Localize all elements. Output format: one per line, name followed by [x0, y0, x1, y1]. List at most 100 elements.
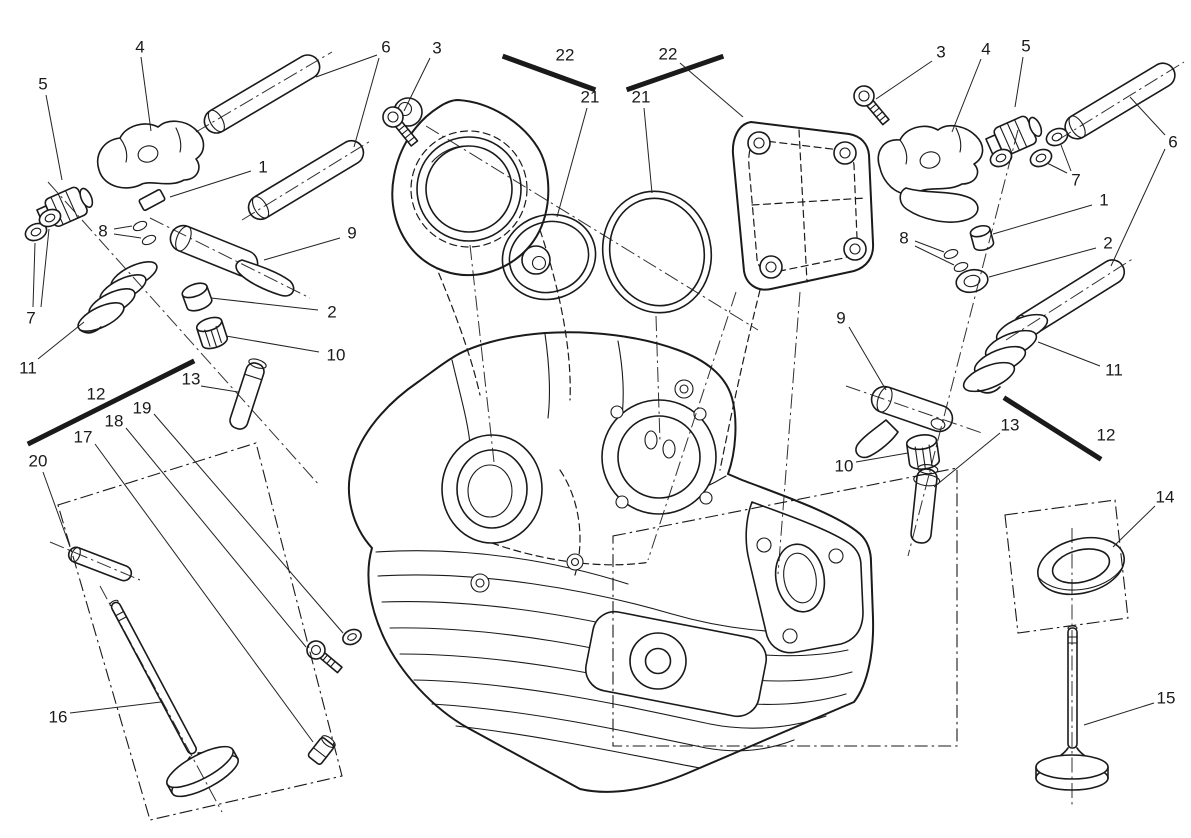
leader-line-4 [140, 56, 152, 132]
small-bolt [306, 640, 343, 674]
leader-line-8 [914, 240, 945, 253]
callout-8: 8 [899, 229, 908, 248]
center-axes [47, 51, 1185, 813]
cover-dome-bolts [747, 131, 867, 279]
leader-line-21 [556, 107, 588, 218]
leader-line-1 [992, 204, 1093, 235]
callout-6: 6 [381, 38, 390, 57]
callout-8: 8 [98, 222, 107, 241]
spring-retainer-2-left [181, 282, 213, 312]
callout-11: 11 [19, 359, 37, 378]
spring-seat-10-right [905, 434, 941, 470]
leader-line-4 [951, 58, 982, 133]
leader-line-18 [125, 427, 307, 648]
rocker-shaft-6-lower-left [247, 139, 365, 221]
callout-17: 17 [74, 428, 93, 447]
callout-5: 5 [1021, 37, 1030, 56]
shim-1-left [138, 188, 166, 212]
leader-line-16 [69, 701, 162, 714]
callout-2: 2 [1103, 234, 1112, 253]
leader-line-9 [848, 326, 887, 391]
leader-line-15 [1083, 702, 1155, 726]
leader-line-7 [1046, 162, 1068, 174]
leader-line-6 [353, 57, 380, 148]
cover-bolt-left [382, 106, 419, 147]
spring-seat-10-left [195, 316, 229, 350]
tappet-cap-1-right [969, 224, 995, 252]
valve-spring-left [77, 261, 158, 334]
callout-18: 18 [105, 412, 124, 431]
phantom-box-seat-ring [1004, 499, 1129, 634]
callout-10: 10 [327, 346, 346, 365]
callout-1: 1 [1099, 191, 1108, 210]
leader-line-5 [45, 94, 63, 181]
leader-line-6 [1110, 148, 1166, 267]
leader-line-10 [855, 452, 909, 463]
group-emphasis-line [26, 358, 196, 447]
leader-line-13 [200, 385, 239, 393]
callout-5: 5 [38, 75, 47, 94]
leader-line-7 [40, 228, 50, 308]
leader-line-8 [113, 233, 142, 239]
leader-line-20 [42, 471, 71, 548]
valve-guide-13-right [910, 464, 941, 544]
phantom-box-left [57, 442, 343, 821]
callout-14: 14 [1156, 488, 1175, 507]
leader-line-3 [875, 60, 933, 100]
small-plug [307, 735, 336, 765]
callout-7: 7 [1071, 171, 1080, 190]
phantom-boundaries [57, 442, 1129, 821]
rocker-arm-left [97, 120, 205, 189]
leader-line-6 [315, 54, 378, 78]
valve-cover-right [731, 121, 875, 291]
callout-9: 9 [347, 224, 356, 243]
leader-line-11 [37, 321, 85, 360]
callout-3: 3 [936, 43, 945, 62]
leader-line-7 [32, 242, 36, 308]
callout-9: 9 [836, 309, 845, 328]
callout-21: 21 [581, 88, 600, 107]
leader-line-1 [169, 170, 252, 198]
callout-1: 1 [258, 158, 267, 177]
group-emphasis-line [625, 53, 725, 93]
callout-13: 13 [182, 370, 201, 389]
exhaust-flange-boss [584, 610, 768, 718]
callout-13: 13 [1001, 416, 1020, 435]
leader-line-6 [1129, 96, 1166, 136]
callout-21: 21 [632, 88, 651, 107]
leader-line-17 [94, 443, 314, 743]
callout-4: 4 [981, 40, 990, 59]
dowel-pin-20 [67, 546, 133, 582]
leader-line-2 [988, 247, 1097, 278]
callout-4: 4 [135, 38, 144, 57]
washer-7-right-a [1029, 148, 1053, 168]
phantom-box-center-right [612, 467, 958, 747]
adjuster-ring-right [989, 148, 1013, 168]
parts-layer [24, 54, 1176, 798]
leader-line-2 [210, 297, 319, 311]
callout-16: 16 [49, 708, 68, 727]
cam-bore-opening [601, 399, 717, 515]
adjuster-5-right [985, 115, 1043, 157]
group-emphasis-line [501, 53, 597, 93]
leader-line-9 [263, 237, 341, 261]
callout-15: 15 [1157, 689, 1176, 708]
o-ring-large [601, 190, 713, 314]
side-gasket-face [745, 501, 864, 654]
callout-7: 7 [26, 309, 35, 328]
leader-line-5 [1014, 56, 1024, 108]
cam-cover-left-flange [391, 97, 551, 277]
callout-12: 12 [1097, 426, 1116, 445]
leader-line-11 [1037, 341, 1101, 367]
valve-spring-right [962, 313, 1049, 394]
washer-7-left-b [38, 208, 62, 228]
cylinder-head [348, 229, 875, 793]
hidden-edge [719, 289, 761, 471]
callout-6: 6 [1168, 133, 1177, 152]
valve-seat-ring-14 [1037, 536, 1125, 596]
callout-11: 11 [1105, 361, 1123, 380]
small-washer [342, 628, 362, 646]
head-bolt-hole-left [470, 573, 490, 593]
group-emphasis-line [1002, 395, 1103, 462]
